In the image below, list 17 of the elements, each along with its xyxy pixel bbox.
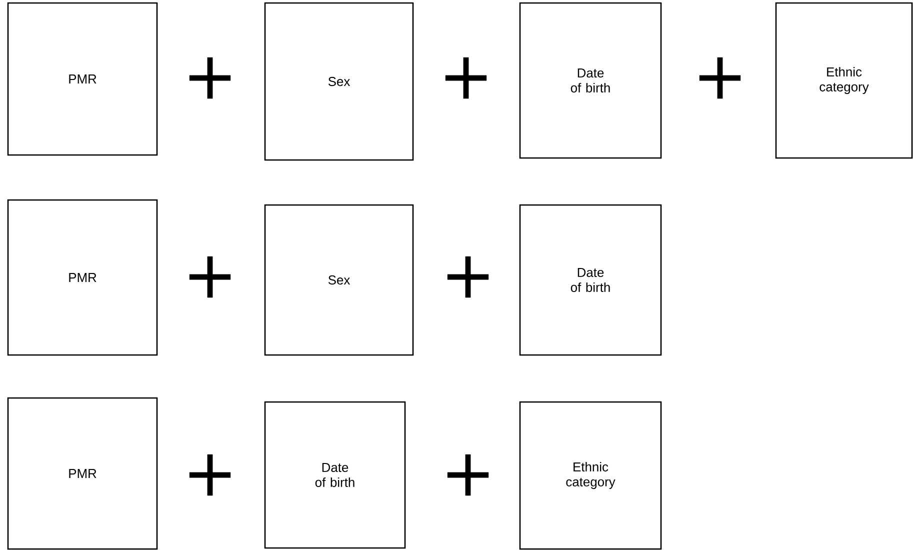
field-box: PMR — [7, 397, 158, 550]
field-box: Date of birth — [519, 204, 662, 356]
field-box: Ethnic category — [775, 2, 913, 159]
field-box: Date of birth — [264, 401, 406, 549]
field-box: Ethnic category — [519, 401, 662, 550]
field-box: PMR — [7, 199, 158, 356]
plus-sign: + — [447, 256, 489, 298]
plus-sign: + — [445, 57, 487, 99]
field-box: Date of birth — [519, 2, 662, 159]
field-box: PMR — [7, 2, 158, 156]
plus-sign: + — [447, 454, 489, 496]
plus-sign: + — [189, 57, 231, 99]
field-box: Sex — [264, 2, 414, 161]
field-box: Sex — [264, 204, 414, 356]
plus-sign: + — [189, 256, 231, 298]
plus-sign: + — [189, 454, 231, 496]
plus-sign: + — [699, 57, 741, 99]
